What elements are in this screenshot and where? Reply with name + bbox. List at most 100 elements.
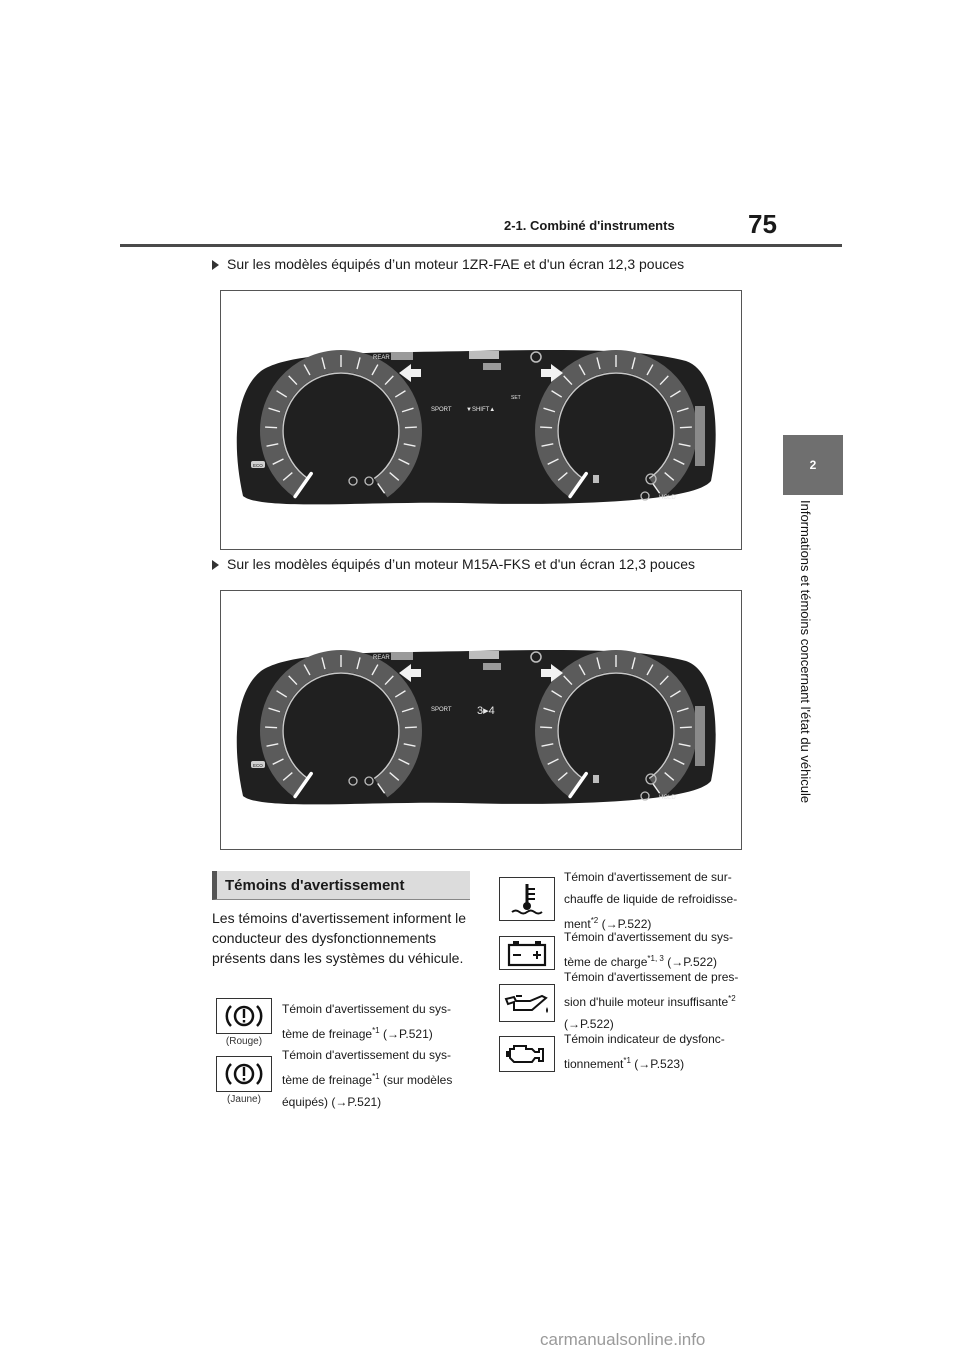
brake-warning-yellow-description: Témoin d'avertissement du sys- tème de f… <box>282 1048 453 1109</box>
fog-light-indicators-icon <box>483 363 501 370</box>
right-gauge-tick <box>541 743 554 747</box>
header-rule <box>120 244 842 247</box>
eco-indicator-icon <box>251 461 265 468</box>
left-gauge-tick <box>268 407 281 413</box>
right-gauge-tick <box>676 707 689 713</box>
left-gauge-tick <box>389 472 400 481</box>
left-gauge-tick <box>384 375 394 386</box>
left-gauge-tick <box>282 772 293 781</box>
right-gauge-needle <box>568 471 588 499</box>
left-gauge-tick <box>377 783 386 794</box>
chapter-tab[interactable]: 2 <box>783 435 843 495</box>
left-gauge-tick <box>377 483 386 494</box>
right-gauge-tick <box>547 758 559 765</box>
left-gauge-tick <box>384 675 394 686</box>
engine-indicator-icon <box>530 651 542 663</box>
right-gauge-tick <box>659 675 669 686</box>
brake-warning-indicator-icon <box>348 776 358 786</box>
sport-label: SPORT <box>431 407 452 413</box>
right-gauge-tick <box>646 364 654 376</box>
right-gauge-tick <box>678 443 691 447</box>
icon-sublabel-red: (Rouge) <box>225 1036 263 1047</box>
fuel-indicator-icon <box>593 775 599 783</box>
parking-brake-indicator-icon <box>640 791 650 801</box>
left-gauge-tick <box>276 690 288 698</box>
left-gauge-tick <box>266 443 279 447</box>
right-gauge-tick <box>631 657 636 670</box>
left-turn-signal-icon <box>399 664 421 682</box>
right-gauge-tick <box>659 375 669 386</box>
left-gauge-tick <box>272 458 284 465</box>
brake-warning-red-icon-box <box>216 998 272 1034</box>
sport-label: SPORT <box>431 707 452 713</box>
right-gauge-tick <box>540 726 553 729</box>
battery-charge-description: Témoin d'avertissement du sys- tème de c… <box>564 930 734 969</box>
master-warning-icon <box>645 473 657 485</box>
right-edge-indicators-icon <box>695 406 705 466</box>
left-gauge-tick <box>398 458 410 465</box>
left-gauge-tick <box>272 758 284 765</box>
shift-label: ▼SHIFT▲ <box>466 407 495 413</box>
left-gauge-tick <box>404 726 417 729</box>
master-warning-icon <box>645 773 657 785</box>
engine-indicator-icon <box>530 351 542 363</box>
fuel-indicator-icon <box>593 475 599 483</box>
brake-warning-indicator-icon <box>348 476 358 486</box>
hold-label: HOLD <box>659 795 676 801</box>
left-gauge-tick <box>398 758 410 765</box>
left-gauge-tick <box>321 657 326 670</box>
section-title: 2-1. Combiné d'instruments <box>504 218 675 233</box>
left-gauge-tick <box>321 357 326 370</box>
parking-brake-indicator-icon <box>640 491 650 501</box>
right-gauge-tick <box>596 657 601 670</box>
right-gauge-tick <box>543 407 556 413</box>
intro-paragraph: Les témoins d'avertissement informent le… <box>212 910 467 966</box>
bullet-triangle-icon <box>212 560 219 571</box>
brake-warning-red-description: Témoin d'avertissement du sys- tème de f… <box>282 1002 452 1041</box>
left-gauge-needle <box>293 471 313 499</box>
right-gauge-tick <box>578 364 586 376</box>
right-gauge <box>535 650 697 799</box>
battery-charge-icon-box <box>499 936 555 970</box>
left-gauge-tick <box>356 657 361 670</box>
page-number: 75 <box>748 209 777 239</box>
eco-label: ECO <box>253 463 263 468</box>
left-gauge-tick <box>266 743 279 747</box>
left-gauge-tick <box>268 707 281 713</box>
left-gauge-inner-ring <box>282 372 400 480</box>
eco-indicator-icon <box>251 761 265 768</box>
left-gauge-tick <box>288 375 298 386</box>
left-gauge <box>260 650 422 799</box>
brake-warning-icon <box>225 1005 263 1027</box>
right-gauge-tick <box>646 664 654 676</box>
eco-label: ECO <box>253 763 263 768</box>
left-gauge-tick <box>303 664 311 676</box>
coolant-temperature-description: Témoin d'avertissement de sur- chauffe d… <box>564 870 738 931</box>
left-gauge-tick <box>371 664 379 676</box>
gear-indicator: 3▸4 <box>477 705 495 717</box>
left-gauge-tick <box>288 675 298 686</box>
bullet-triangle-icon <box>212 260 219 271</box>
fog-light-indicators-icon <box>483 663 501 670</box>
right-gauge-tick <box>676 407 689 413</box>
right-gauge-inner-ring <box>557 372 675 480</box>
right-gauge-tick <box>541 443 554 447</box>
oil-pressure-description: Témoin d'avertissement de pres- sion d'h… <box>564 970 739 1031</box>
cluster-housing <box>236 650 716 805</box>
engine-malfunction-icon-box <box>499 1036 555 1072</box>
icon-sublabel-yellow: (Jaune) <box>227 1094 261 1105</box>
right-gauge-needle <box>568 771 588 799</box>
left-gauge-tick <box>401 407 414 413</box>
brake-warning-indicator-icon <box>364 776 374 786</box>
rear-seatbelt-indicator-icon <box>391 352 413 360</box>
left-gauge-tick <box>282 472 293 481</box>
left-gauge-tick <box>403 743 416 747</box>
set-label: SET <box>511 395 521 401</box>
right-gauge-tick <box>551 690 563 698</box>
right-gauge-tick <box>563 375 573 386</box>
section-heading: Témoins d'avertissement <box>212 871 470 900</box>
